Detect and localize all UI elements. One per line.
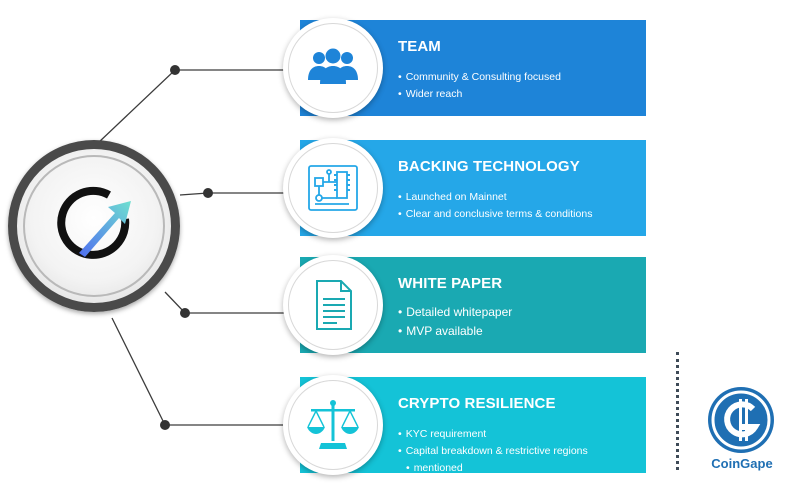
- scale-icon-circle: [283, 375, 383, 475]
- bullet-item: Detailed whitepaper: [398, 303, 638, 322]
- document-icon: [316, 280, 352, 330]
- hub-inner-ring: [23, 155, 165, 297]
- card-bullets: Launched on Mainnet Clear and conclusive…: [398, 189, 638, 223]
- card-bullets: KYC requirement Capital breakdown & rest…: [398, 426, 638, 477]
- card-title: WHITE PAPER: [398, 275, 503, 292]
- bullet-item: Community & Consulting focused: [398, 69, 638, 86]
- card-title: CRYPTO RESILIENCE: [398, 395, 556, 412]
- connector-dot-team: [170, 65, 180, 75]
- bullet-item: Wider reach: [398, 86, 638, 103]
- card-title: TEAM: [398, 38, 441, 55]
- bullet-item: mentioned: [398, 460, 638, 477]
- hub-circle: [8, 140, 180, 312]
- circuit-icon-circle: [283, 138, 383, 238]
- dotted-divider: [676, 352, 679, 470]
- icon-ring: [288, 380, 378, 470]
- document-icon-circle: [283, 255, 383, 355]
- brand-name: CoinGape: [711, 456, 773, 471]
- card-title: BACKING TECHNOLOGY: [398, 158, 580, 175]
- connector-dot-whitepaper: [180, 308, 190, 318]
- project-logo-icon: [57, 186, 131, 259]
- balance-scale-icon: [307, 400, 359, 449]
- icon-ring: [288, 260, 378, 350]
- team-icon-circle: [283, 18, 383, 118]
- connector-backing: [179, 192, 300, 196]
- bullet-item: Launched on Mainnet: [398, 189, 638, 206]
- bullet-item: Clear and conclusive terms & conditions: [398, 206, 638, 223]
- connector-team: [97, 69, 300, 144]
- bullet-item: Capital breakdown & restrictive regions: [398, 443, 638, 460]
- card-bullets: Detailed whitepaper MVP available: [398, 303, 638, 341]
- circuit-board-icon: [308, 165, 358, 211]
- icon-ring: [288, 143, 378, 233]
- connector-dot-backing: [203, 188, 213, 198]
- team-icon: [308, 48, 358, 84]
- card-bullets: Community & Consulting focused Wider rea…: [398, 69, 638, 103]
- coingape-logo-icon: [708, 387, 774, 453]
- icon-ring: [288, 23, 378, 113]
- connector-resilience: [111, 317, 300, 426]
- bullet-item: KYC requirement: [398, 426, 638, 443]
- connector-dot-resilience: [160, 420, 170, 430]
- bullet-item: MVP available: [398, 322, 638, 341]
